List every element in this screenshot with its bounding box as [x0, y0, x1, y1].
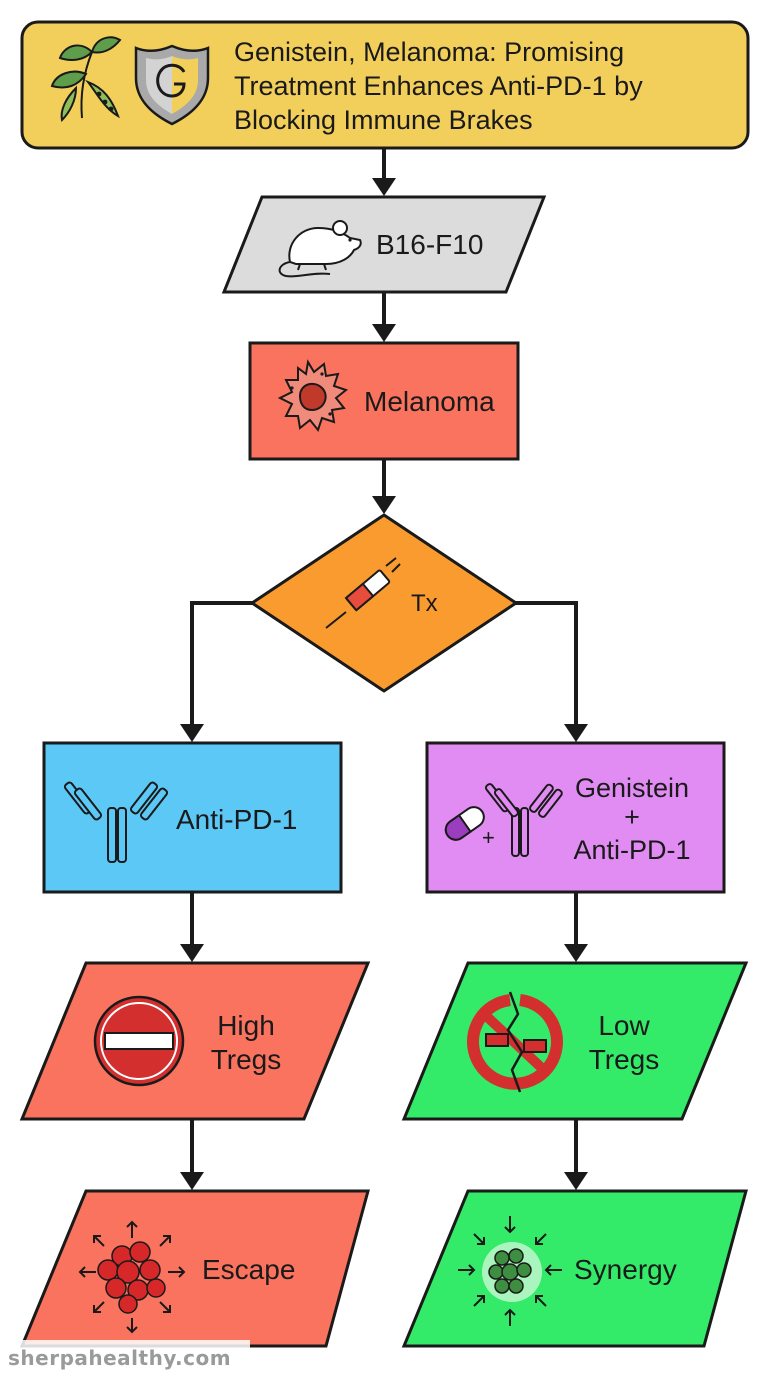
left-outcome-node: Escape — [19, 1189, 370, 1348]
shield-g-icon — [134, 44, 210, 126]
connectors — [180, 148, 588, 1190]
title-node: Genistein, Melanoma: Promising Treatment… — [20, 20, 750, 150]
right-tregs-line-2: Tregs — [589, 1044, 660, 1075]
broken-no-entry-icon — [467, 991, 563, 1093]
left-outcome-label: Escape — [202, 1254, 295, 1285]
right-branch-line-3: Anti-PD-1 — [573, 835, 690, 865]
cancer-cell-icon — [277, 359, 349, 433]
left-tregs-node: High Tregs — [19, 961, 371, 1121]
arrow-decision-to-right — [514, 601, 578, 732]
pill-plus-antibody-icon: + — [444, 783, 563, 857]
arrow-decision-to-left — [190, 601, 255, 732]
soybean-plant-icon — [50, 36, 122, 123]
left-branch-node: Anti-PD-1 — [42, 741, 343, 894]
right-outcome-label: Synergy — [574, 1254, 677, 1285]
watermark: sherpahealthy.com — [0, 1340, 250, 1376]
right-branch-node: + Genistein + Anti-PD-1 — [425, 741, 726, 894]
right-branch-line-2: + — [624, 802, 640, 832]
right-tregs-line-1: Low — [598, 1010, 650, 1041]
mouse-icon — [278, 220, 362, 278]
tumor-spreading-icon — [78, 1220, 186, 1334]
decision-node: Tx — [249, 513, 519, 693]
disease-label: Melanoma — [364, 386, 495, 417]
disease-node: Melanoma — [248, 341, 520, 461]
title-line-1: Genistein, Melanoma: Promising — [234, 37, 624, 67]
model-node: B16-F10 — [221, 195, 547, 294]
no-entry-icon — [93, 995, 185, 1087]
right-outcome-node: Synergy — [401, 1189, 748, 1348]
right-branch-line-1: Genistein — [575, 773, 689, 803]
svg-text:+: + — [482, 825, 495, 850]
right-tregs-node: Low Tregs — [401, 961, 749, 1121]
left-tregs-line-2: Tregs — [211, 1044, 282, 1075]
title-line-3: Blocking Immune Brakes — [234, 105, 533, 135]
antibody-icon — [63, 781, 169, 863]
tumor-contracting-icon — [458, 1216, 562, 1326]
left-tregs-line-1: High — [217, 1010, 275, 1041]
decision-label: Tx — [411, 590, 438, 617]
model-label: B16-F10 — [376, 229, 483, 260]
left-branch-label: Anti-PD-1 — [176, 804, 297, 835]
syringe-icon — [325, 557, 401, 629]
title-line-2: Treatment Enhances Anti-PD-1 by — [234, 71, 643, 101]
